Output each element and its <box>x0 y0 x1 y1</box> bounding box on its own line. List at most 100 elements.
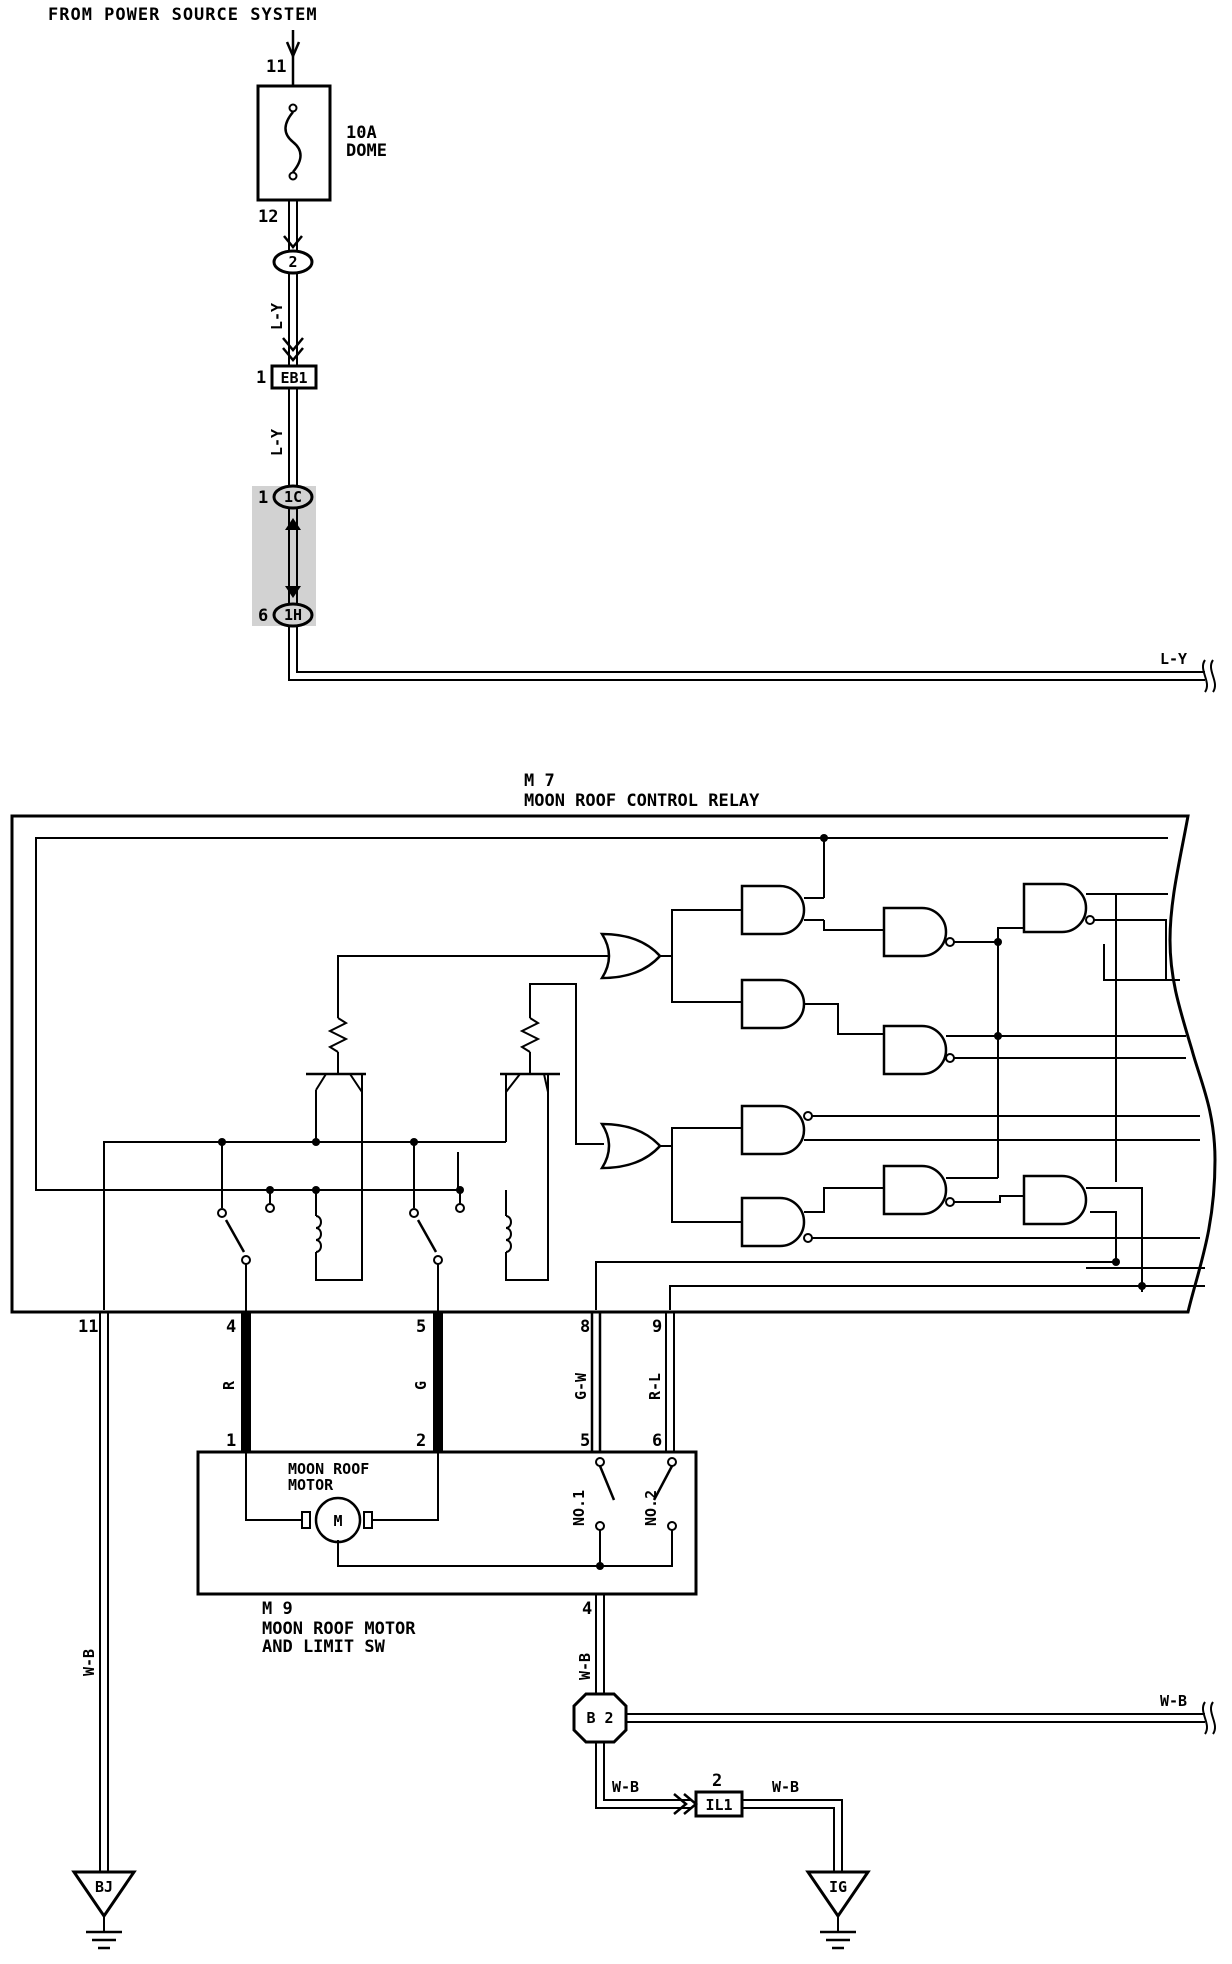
relay-internal-gw-rl <box>595 1261 1142 1310</box>
connector-il1-pin: 2 <box>712 1771 722 1791</box>
relay-coil-common <box>266 1186 464 1194</box>
motor-box <box>196 1450 698 1596</box>
transistor-2 <box>500 983 604 1145</box>
connector-1c-pin: 1 <box>258 488 268 508</box>
wire-c2-to-eb1 <box>282 273 304 366</box>
connector-eb1-label: EB1 <box>280 369 307 387</box>
nand-gate-c2 <box>1022 1174 1205 1292</box>
wire-wb-il1-right-label: W-B <box>772 1778 799 1796</box>
limit-switch-no2 <box>600 1457 677 1567</box>
connector-1c <box>272 484 314 510</box>
relay-coil-2 <box>505 1074 549 1281</box>
connector-eb1-pin: 1 <box>256 368 266 388</box>
motor-pin-1: 1 <box>226 1431 236 1451</box>
fuse-rating: 10A <box>346 123 377 143</box>
wire-gw <box>590 1312 602 1452</box>
limit-switch-no2-label: NO.2 <box>642 1490 660 1526</box>
relay-pin-4: 4 <box>226 1317 236 1337</box>
connector-il1 <box>694 1790 744 1818</box>
junction-shading <box>252 486 316 626</box>
motor-pin-6: 6 <box>652 1431 662 1451</box>
relay-pin-5: 5 <box>416 1317 426 1337</box>
motor-inner-label-2: MOTOR <box>288 1476 334 1494</box>
relay-code: M 7 <box>524 771 555 791</box>
motor-m-symbol-label: M <box>333 1512 342 1530</box>
fuse-pin-out: 12 <box>258 207 278 227</box>
connector-2 <box>272 249 314 275</box>
fuse-pin-in: 11 <box>266 57 286 77</box>
relay-switch-1 <box>217 1142 275 1312</box>
connector-2-label: 2 <box>288 253 297 271</box>
motor-name-2: AND LIMIT SW <box>262 1637 386 1657</box>
relay-box <box>10 814 1217 1314</box>
limit-switch-no1 <box>595 1457 616 1570</box>
nand-gate-a2 <box>740 978 884 1035</box>
relay-name: MOON ROOF CONTROL RELAY <box>524 791 760 811</box>
nand-gate-b2 <box>882 942 1186 1178</box>
relay-switch-2 <box>409 1142 465 1312</box>
nand-gate-b1 <box>882 906 1024 958</box>
fuse-10a-dome <box>256 84 332 202</box>
motor-code: M 9 <box>262 1599 293 1619</box>
ground-bj-label: BJ <box>95 1878 113 1896</box>
nand-gate-a3 <box>740 1104 1200 1156</box>
ground-ig-label: IG <box>829 1878 847 1896</box>
connector-eb1 <box>270 364 318 390</box>
wire-gw-label: G-W <box>572 1372 590 1400</box>
fuse-name: DOME <box>346 141 387 161</box>
relay-right-bus <box>1116 893 1180 981</box>
wire-fuse-to-c2 <box>283 200 303 250</box>
ground-point-b2-label: B 2 <box>586 1709 613 1727</box>
motor-inner-label-1: MOON ROOF <box>288 1460 369 1478</box>
transistor-1 <box>306 955 613 1093</box>
wire-wb-il1-left-label: W-B <box>612 1778 639 1796</box>
power-source-label: FROM POWER SOURCE SYSTEM <box>48 5 318 25</box>
wire-ly-1-label: L-Y <box>268 303 286 330</box>
nand-gate-b3 <box>882 1164 1024 1216</box>
wire-wb-left-label: W-B <box>80 1649 98 1676</box>
transistor-bus <box>103 1074 507 1310</box>
nand-gate-c1 <box>1022 882 1167 1182</box>
ground-ig-icon <box>805 1870 871 1950</box>
wire-1c-to-1h <box>285 508 301 604</box>
motor-pin-4: 4 <box>582 1599 592 1619</box>
wire-wb-right-label: W-B <box>1160 1692 1187 1710</box>
relay-pin-11: 11 <box>78 1317 98 1337</box>
nand-gate-a1 <box>740 884 884 936</box>
source-arrow <box>285 30 301 86</box>
connector-1h-label: 1H <box>284 606 302 624</box>
relay-pin-9: 9 <box>652 1317 662 1337</box>
connector-1h <box>272 602 314 628</box>
motor-circuit <box>245 1452 600 1567</box>
connector-1h-pin: 6 <box>258 606 268 626</box>
wire-rl <box>665 1312 675 1452</box>
wire-il1-to-ig <box>742 1799 843 1872</box>
wire-r-label: R <box>220 1380 238 1390</box>
wire-g-label: G <box>412 1381 430 1390</box>
wire-eb1-to-1c <box>288 388 298 486</box>
or-gate-1 <box>599 909 742 1003</box>
wire-wb-down <box>595 1594 605 1694</box>
connector-1c-label: 1C <box>284 488 302 506</box>
ground-point-b2 <box>572 1692 628 1744</box>
wire-ly-right <box>288 626 1216 693</box>
wire-rl-label: R-L <box>646 1373 664 1400</box>
wire-wb-right <box>626 1701 1216 1735</box>
limit-switch-no1-label: NO.1 <box>570 1490 588 1526</box>
wire-wb-down-label: W-B <box>576 1653 594 1680</box>
motor-name-1: MOON ROOF MOTOR <box>262 1619 416 1639</box>
relay-internal-loop <box>35 834 1168 1191</box>
motor-pin-2: 2 <box>416 1431 426 1451</box>
nand-gate-a4 <box>740 1187 1200 1248</box>
connector-il1-label: IL1 <box>705 1796 732 1814</box>
wire-b2-to-il1 <box>595 1742 698 1815</box>
motor-pin-5: 5 <box>580 1431 590 1451</box>
wire-ly-3-label: L-Y <box>1160 650 1187 668</box>
or-gate-2 <box>599 1122 742 1223</box>
relay-pin-8: 8 <box>580 1317 590 1337</box>
wire-ly-2-label: L-Y <box>268 429 286 456</box>
ground-bj-icon <box>71 1870 137 1950</box>
relay-coil-1 <box>315 1074 363 1281</box>
motor-m-symbol <box>314 1496 362 1544</box>
